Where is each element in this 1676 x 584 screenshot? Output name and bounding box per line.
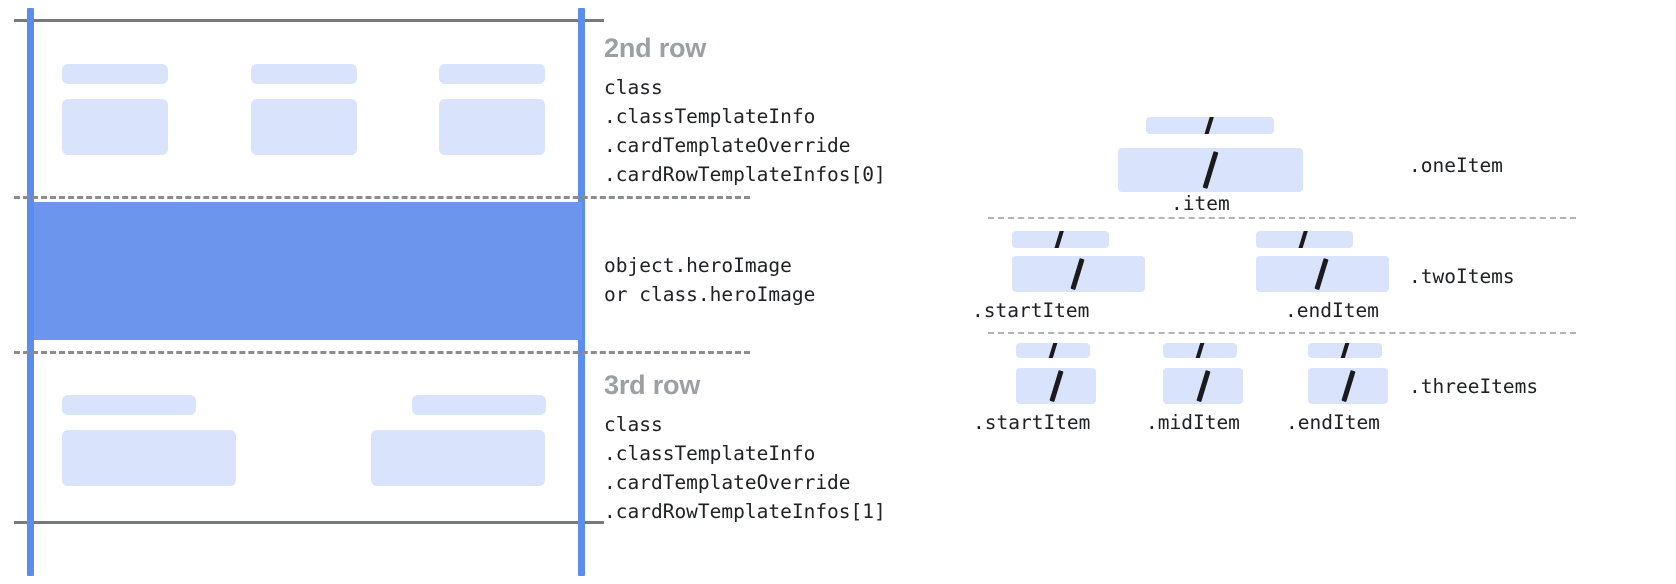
row2-col3-title-placeholder <box>439 64 545 84</box>
slash-placeholder-icon <box>1314 258 1329 290</box>
slash-placeholder-icon <box>1340 343 1350 358</box>
slash-placeholder-icon <box>1203 117 1214 134</box>
second-row-heading: 2nd row <box>604 33 707 63</box>
three-items-end-body-chip <box>1308 368 1388 404</box>
one-item-group-label: .oneItem <box>1409 154 1503 177</box>
slash-placeholder-icon <box>1048 343 1058 358</box>
three-items-mid-title-chip <box>1163 343 1237 358</box>
row3-col2-body-placeholder <box>371 430 545 486</box>
item-divider-one-two <box>988 217 1576 219</box>
row2-col1-body-placeholder <box>62 99 168 155</box>
row3-col2-title-placeholder <box>412 395 546 415</box>
third-row-code: class .classTemplateInfo .cardTemplateOv… <box>604 413 886 523</box>
row2-col3-body-placeholder <box>439 99 545 155</box>
item-divider-two-three <box>988 332 1576 334</box>
card-template-diagram: 2nd row class .classTemplateInfo .cardTe… <box>0 0 886 584</box>
two-items-start-label: .startItem <box>972 299 1090 322</box>
card-divider-top <box>14 196 750 199</box>
hero-row-code: object.heroImage or class.heroImage <box>604 254 816 306</box>
slash-placeholder-icon <box>1196 370 1211 402</box>
three-items-end-label: .endItem <box>1286 411 1380 434</box>
two-items-group-label: .twoItems <box>1409 265 1515 288</box>
slash-placeholder-icon <box>1202 151 1219 189</box>
two-items-start-title-chip <box>1012 231 1109 248</box>
three-items-mid-label: .midItem <box>1146 411 1240 434</box>
one-item-slot-label: .item <box>1171 192 1230 215</box>
three-items-start-label: .startItem <box>973 411 1091 434</box>
three-items-end-title-chip <box>1308 343 1382 358</box>
three-items-group-label: .threeItems <box>1409 375 1539 398</box>
slash-placeholder-icon <box>1297 231 1308 248</box>
row2-col2-body-placeholder <box>251 99 357 155</box>
slash-placeholder-icon <box>1070 258 1085 290</box>
slash-placeholder-icon <box>1341 370 1356 402</box>
slash-placeholder-icon <box>1049 370 1064 402</box>
hero-image-band <box>34 202 582 340</box>
slash-placeholder-icon <box>1195 343 1205 358</box>
one-item-title-chip <box>1146 117 1274 134</box>
third-row-heading: 3rd row <box>604 370 701 400</box>
two-items-end-title-chip <box>1256 231 1353 248</box>
three-items-start-body-chip <box>1016 368 1096 404</box>
three-items-start-title-chip <box>1016 343 1090 358</box>
second-row-code: class .classTemplateInfo .cardTemplateOv… <box>604 76 886 186</box>
row2-col2-title-placeholder <box>251 64 357 84</box>
item-template-diagram: .item .oneItem .startItem .endItem .twoI… <box>960 0 1676 584</box>
row3-col1-body-placeholder <box>62 430 236 486</box>
three-items-mid-body-chip <box>1163 368 1243 404</box>
card-left-guide <box>27 8 34 576</box>
row3-col1-title-placeholder <box>62 395 196 415</box>
two-items-end-body-chip <box>1256 256 1389 292</box>
one-item-body-chip <box>1118 148 1303 192</box>
two-items-end-label: .endItem <box>1285 299 1379 322</box>
slash-placeholder-icon <box>1053 231 1064 248</box>
card-divider-bottom <box>14 351 750 354</box>
row2-col1-title-placeholder <box>62 64 168 84</box>
card-top-rule <box>14 19 604 22</box>
card-bottom-rule <box>14 521 604 524</box>
two-items-start-body-chip <box>1012 256 1145 292</box>
